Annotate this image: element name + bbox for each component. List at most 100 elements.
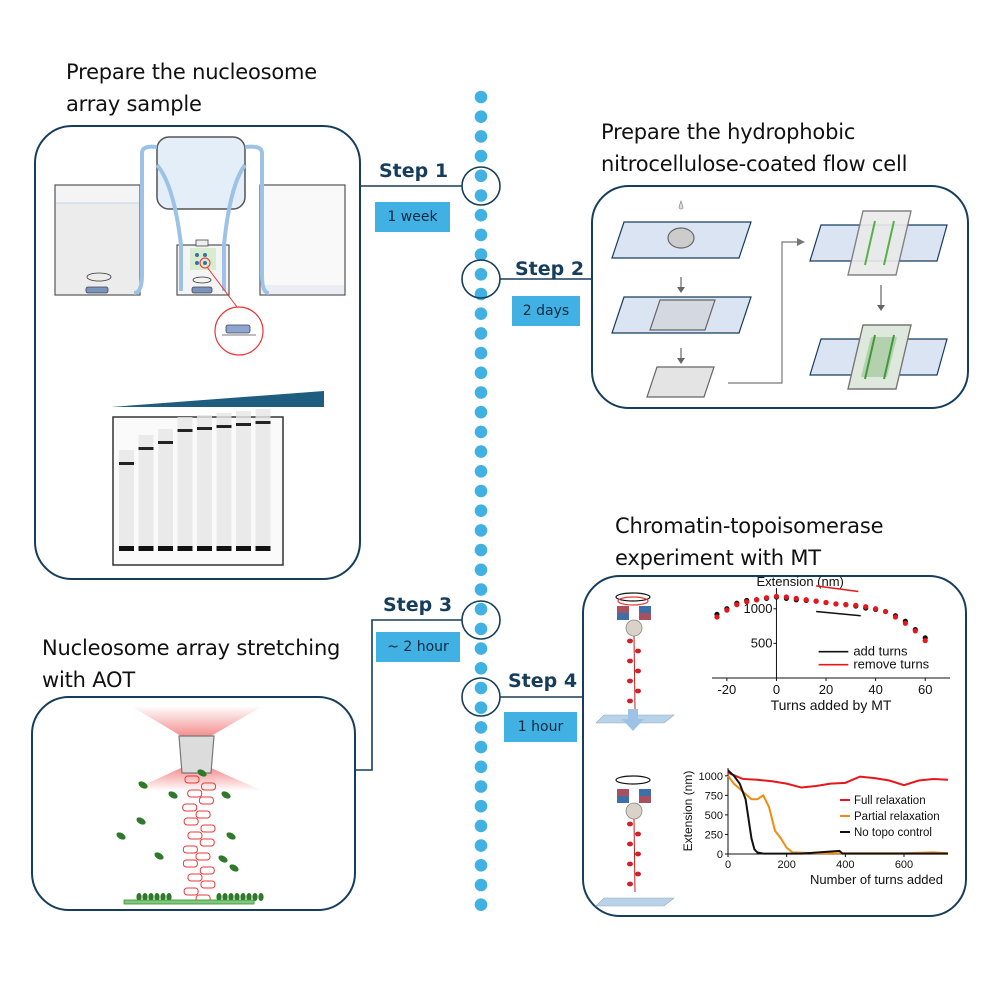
gel-band xyxy=(158,546,173,551)
timeline-dot xyxy=(474,366,488,380)
data-point xyxy=(902,620,908,626)
gel-lane xyxy=(119,450,134,548)
timeline-dot xyxy=(474,228,488,242)
gel-band xyxy=(216,425,232,428)
x-tick-label: 20 xyxy=(819,682,833,697)
x-tick-label: 0 xyxy=(725,859,731,871)
timeline-dot xyxy=(474,819,488,833)
nucleosome xyxy=(199,866,215,875)
coverslip xyxy=(595,897,675,907)
chart-title: Extension (nm) xyxy=(756,574,843,589)
histone xyxy=(229,864,239,872)
timeline-dot xyxy=(474,90,488,104)
nucleosome xyxy=(195,852,211,861)
timeline-dot xyxy=(474,780,488,793)
nucleosome xyxy=(627,841,633,847)
data-point xyxy=(823,599,829,606)
gel-band xyxy=(255,421,271,424)
timeline-dot xyxy=(474,721,488,734)
data-point xyxy=(744,599,750,605)
nucleosome xyxy=(635,688,641,694)
data-point xyxy=(922,638,928,644)
x-tick-label: 400 xyxy=(836,859,854,871)
step1-panel xyxy=(34,125,361,580)
arrow-add xyxy=(816,610,861,617)
gel-band xyxy=(138,546,154,551)
gel-lane xyxy=(255,409,271,548)
histone xyxy=(154,852,164,860)
nucleosome xyxy=(198,796,214,805)
step2-label: Step 2 xyxy=(515,258,585,280)
gel-band xyxy=(197,546,212,551)
legend-label: add turns xyxy=(853,644,908,659)
bound-nucleosome xyxy=(160,893,166,901)
data-point xyxy=(724,607,730,613)
y-axis-label: Extension (nm) xyxy=(681,771,695,852)
bound-nucleosome xyxy=(222,893,228,901)
nucleosome xyxy=(187,831,203,840)
x-tick-label: 60 xyxy=(918,682,932,697)
data-point xyxy=(843,602,849,608)
timeline-dot xyxy=(474,386,488,399)
gel-band xyxy=(197,427,212,430)
nucleosome xyxy=(182,845,198,854)
bound-nucleosome xyxy=(252,893,258,901)
bound-nucleosome xyxy=(166,893,172,901)
dialysis-setup-illustration xyxy=(54,136,346,566)
nucleosome xyxy=(627,638,633,644)
gel-band xyxy=(216,546,232,551)
pump-box xyxy=(156,136,246,210)
nucleosome xyxy=(627,698,633,704)
bound-nucleosome xyxy=(240,893,246,901)
nucleosome xyxy=(627,821,633,827)
step4-panel xyxy=(582,575,967,917)
timeline-dot xyxy=(474,563,488,577)
y-tick-label: 750 xyxy=(705,790,723,802)
timeline-dot xyxy=(474,208,488,222)
timeline-dot xyxy=(474,740,488,754)
x-tick-label: 0 xyxy=(773,682,780,697)
rotation-icon xyxy=(617,596,649,606)
step3-connector xyxy=(354,619,462,771)
chromatin-fiber xyxy=(182,775,217,903)
timeline-dot xyxy=(474,839,488,852)
gel-band xyxy=(119,462,134,465)
free-nucleosomes xyxy=(116,769,264,901)
step4-title: Chromatin-topoisomerase experiment with … xyxy=(615,514,884,570)
data-point xyxy=(773,593,780,599)
data-point xyxy=(793,595,799,601)
histone xyxy=(221,791,231,799)
y-tick-label: 500 xyxy=(751,635,773,650)
bound-nucleosome xyxy=(234,893,240,901)
timeline-dot xyxy=(474,405,488,419)
nucleosome xyxy=(635,851,641,857)
bound-nucleosome xyxy=(246,893,252,901)
dna-tether xyxy=(633,818,636,893)
gel-band xyxy=(138,447,154,450)
rotation-icon xyxy=(615,775,651,785)
gel-lane xyxy=(158,429,173,548)
gel-lane xyxy=(236,411,251,548)
step3-panel xyxy=(31,696,356,911)
bound-nucleosome xyxy=(258,893,264,901)
nucleosome xyxy=(187,789,203,798)
magnetic-tweezers-illustration xyxy=(595,592,675,907)
nucleosome xyxy=(635,831,641,837)
bound-nucleosome xyxy=(136,893,142,901)
gel-band xyxy=(177,429,193,432)
step3-label: Step 3 xyxy=(383,594,453,616)
nucleosome xyxy=(200,824,216,833)
y-tick-label: 500 xyxy=(705,810,723,822)
y-tick-label: 1000 xyxy=(699,771,723,783)
nucleosome xyxy=(635,668,641,674)
data-point xyxy=(853,602,859,608)
series-line xyxy=(727,769,948,855)
step2-panel xyxy=(591,185,969,409)
timeline-dot xyxy=(474,465,488,478)
legend-label: No topo control xyxy=(854,827,932,839)
legend-label: remove turns xyxy=(853,657,929,672)
timeline-dot xyxy=(474,898,488,911)
